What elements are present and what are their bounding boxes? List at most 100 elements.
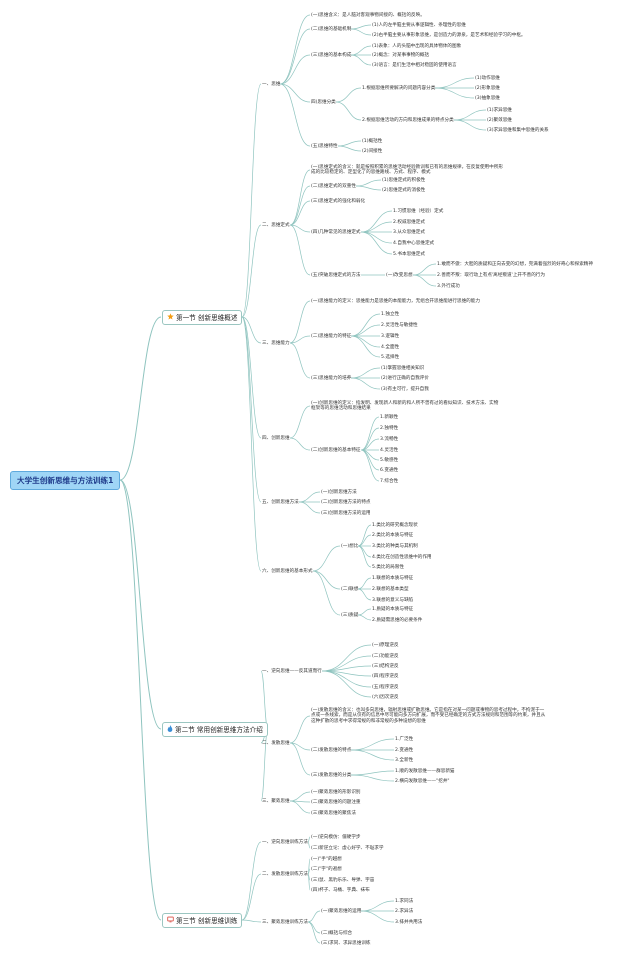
- topic-node[interactable]: (五)程序逆反: [372, 684, 399, 690]
- topic-node[interactable]: 3.从众思维定式: [393, 229, 425, 235]
- section-1-topic[interactable]: 第一节 创新思维概述: [162, 309, 243, 325]
- topic-node[interactable]: (三)聚敛思维的聚焦法: [311, 810, 356, 816]
- topic-node[interactable]: 2.变通性: [395, 747, 414, 753]
- topic-node[interactable]: (2)聚敛思维: [487, 117, 512, 123]
- topic-node[interactable]: (2)进行正确的自我评价: [381, 375, 429, 381]
- topic-node[interactable]: 2.善而不叛：取行动上有点'离经叛道'上开不善的行为: [437, 272, 545, 278]
- topic-node[interactable]: (1)求异思维: [487, 107, 512, 113]
- topic-node[interactable]: (五)思维特性: [311, 143, 338, 149]
- topic-node[interactable]: (四)杯子、马桶、字典、袜布: [311, 887, 370, 893]
- topic-node[interactable]: 四)思维分类: [311, 99, 336, 105]
- topic-node[interactable]: (一)想比: [341, 543, 359, 549]
- topic-node[interactable]: (一)创新思维的定义：指发明、发现新人和新的和人所不曾有过的看似知识、技术方法、…: [311, 400, 499, 411]
- topic-node[interactable]: 5.敏感性: [380, 457, 399, 463]
- topic-node[interactable]: (三)思维的基本构成: [311, 52, 352, 58]
- section-3-topic[interactable]: 第三节 创新思维训练: [162, 912, 243, 928]
- topic-node[interactable]: 3.逻辑性: [381, 333, 400, 339]
- topic-node[interactable]: (一)"手"的越想: [311, 856, 342, 862]
- topic-node[interactable]: 7.综合性: [380, 478, 399, 484]
- topic-node[interactable]: 4.自我中心思维定式: [393, 240, 435, 246]
- topic-node[interactable]: (二)新逆立论：虚心好学、不耻求学: [311, 845, 384, 851]
- topic-node[interactable]: (一)逆向模仿：僵硬学步: [311, 834, 361, 840]
- topic-node[interactable]: 4.灵活性: [380, 447, 399, 453]
- topic-node[interactable]: 2.联想的基本类型: [372, 586, 409, 592]
- topic-node[interactable]: (2)形象思维: [475, 85, 500, 91]
- topic-node[interactable]: (1)动作思维: [475, 75, 500, 81]
- topic-node[interactable]: (一)聚敛思维的形影识别: [311, 789, 361, 795]
- topic-node[interactable]: (三)创新思维方法的运用: [321, 510, 371, 516]
- topic-node[interactable]: (三)鼠、黑豹乐乐、导弹、宇宙: [311, 877, 375, 883]
- topic-node[interactable]: (三)求同、求异思维训练: [321, 940, 371, 946]
- topic-node[interactable]: (2)间接性: [362, 148, 383, 154]
- topic-node[interactable]: 2.独特性: [380, 425, 399, 431]
- topic-node[interactable]: (三)发散思维的分类: [311, 772, 352, 778]
- topic-node[interactable]: 3.类比的种类与其机制: [372, 543, 418, 549]
- topic-node[interactable]: (三)结构逆反: [372, 663, 399, 669]
- topic-node[interactable]: 四、创新思维: [262, 435, 290, 441]
- topic-node[interactable]: 4.全面性: [381, 344, 400, 350]
- topic-node[interactable]: 1.类比的研究概念现状: [372, 522, 418, 528]
- topic-node[interactable]: (三)质疑: [341, 612, 359, 618]
- topic-node[interactable]: (二)功能逆反: [372, 653, 399, 659]
- topic-node[interactable]: (一)思维定式的含义：就是按照积累的思维活动经验教训和已有的思维规律，在反复使用…: [311, 164, 503, 175]
- topic-node[interactable]: 1.习惯思维（经验）定式: [393, 208, 444, 214]
- topic-node[interactable]: 1.敢而不傲：大胆的质疑和正向去变的幻想，完满着强烈的好奇心和探索精神: [437, 261, 593, 267]
- topic-node[interactable]: (二)思维的基础机制: [311, 26, 352, 32]
- topic-node[interactable]: (一)聚敛思维的运用: [321, 908, 362, 914]
- topic-node[interactable]: (3)求异思维和集中思维的关系: [487, 127, 549, 133]
- topic-node[interactable]: (二)联想: [341, 586, 359, 592]
- topic-node[interactable]: (四)程序逆反: [372, 673, 399, 679]
- topic-node[interactable]: (六)因次逆反: [372, 694, 399, 700]
- topic-node[interactable]: 1.新颖性: [380, 414, 399, 420]
- topic-node[interactable]: (2)思维定式的消极性: [382, 187, 426, 193]
- topic-node[interactable]: 1.根据思维所要解决的问题内容分类: [362, 85, 436, 91]
- topic-node[interactable]: 2.横向发散思维——"挖井": [395, 778, 450, 784]
- topic-node[interactable]: (五)突破思维定式的方法: [311, 272, 361, 278]
- topic-node[interactable]: 2.根据思维活动的方向和思维成果的特点分类: [362, 117, 454, 123]
- topic-node[interactable]: (1)概括性: [362, 138, 383, 144]
- topic-node[interactable]: (二)创新思维的基本特征: [311, 447, 361, 453]
- topic-node[interactable]: 6.变通性: [380, 467, 399, 473]
- topic-node[interactable]: 二、发散思维训练方法: [262, 871, 308, 877]
- topic-node[interactable]: (一)思维能力的定义：思维能力是思维的本能能力，无组合开思维能进行思维的能力: [311, 298, 480, 304]
- topic-node[interactable]: 3.全新性: [395, 757, 414, 763]
- topic-node[interactable]: 1.联想的本质与特征: [372, 575, 414, 581]
- topic-node[interactable]: 3.联想的意义与缺陷: [372, 597, 414, 603]
- topic-node[interactable]: (一)创新思维方法: [321, 489, 357, 495]
- topic-node[interactable]: 5.选择性: [381, 354, 400, 360]
- topic-node[interactable]: 3.外行成功: [437, 283, 460, 289]
- topic-node[interactable]: 1.广泛性: [395, 736, 414, 742]
- topic-node[interactable]: (3)有主可行，提升自我: [381, 386, 429, 392]
- topic-node[interactable]: (1)思维定式的积极性: [382, 177, 426, 183]
- topic-node[interactable]: 一、逆向思维——反其道而行: [262, 668, 322, 674]
- topic-node[interactable]: (二)"字"的遐想: [311, 866, 342, 872]
- root-topic[interactable]: 大学生创新思维与方法训练1: [10, 470, 121, 490]
- section-2-topic[interactable]: 第二节 常用创新思维方法介绍: [162, 721, 268, 737]
- topic-node[interactable]: (1)掌握思维相关知识: [381, 365, 425, 371]
- topic-node[interactable]: (1)表象：人的头脑中出现的具体物体的图象: [372, 43, 462, 49]
- topic-node[interactable]: (2)右半脑主要从事形象思维，是创造力的源泉，是艺术和经验学习的中枢。: [372, 32, 526, 38]
- topic-node[interactable]: (二)聚敛思维的问题注重: [311, 799, 361, 805]
- topic-node[interactable]: (一)改变思想: [386, 272, 413, 278]
- topic-node[interactable]: (三)思维定式的强化和弱化: [311, 198, 366, 204]
- topic-node[interactable]: 三、思维能力: [262, 340, 290, 346]
- topic-node[interactable]: 三、聚敛思维训练方法: [262, 919, 308, 925]
- topic-node[interactable]: (四)几种常见的思维定式: [311, 229, 361, 235]
- topic-node[interactable]: 1.求同法: [395, 898, 414, 904]
- topic-node[interactable]: (二)发散思维的特点: [311, 747, 352, 753]
- topic-node[interactable]: (二)思维能力的特征: [311, 333, 352, 339]
- topic-node[interactable]: (二)概括与综合: [321, 930, 353, 936]
- topic-node[interactable]: 一、逆向思维训练方法: [262, 839, 308, 845]
- topic-node[interactable]: 二、发散思维: [262, 740, 290, 746]
- topic-node[interactable]: 5.类比的局限性: [372, 564, 404, 570]
- topic-node[interactable]: 1.顺的发散思维——群思新猫: [395, 768, 455, 774]
- topic-node[interactable]: (一)发散思维的含义：也叫多向思维，辐射思维或扩散思维。它是指在对某一问题或事物…: [311, 708, 546, 724]
- topic-node[interactable]: (1)人的左半脑主要从事逻辑性、条理性的思维: [372, 22, 466, 28]
- topic-node[interactable]: (一)思维含义：是人脑对客观事物间接的、概括的反映。: [311, 12, 425, 18]
- topic-node[interactable]: 3.排并共用法: [395, 919, 423, 925]
- topic-node[interactable]: 1.独立性: [381, 311, 400, 317]
- topic-node[interactable]: 2.类比的本质与特征: [372, 532, 414, 538]
- topic-node[interactable]: 4.类比在创造性思维中的作用: [372, 554, 432, 560]
- topic-node[interactable]: 五、创新思维方法: [262, 499, 299, 505]
- topic-node[interactable]: (3)抽象思维: [475, 95, 500, 101]
